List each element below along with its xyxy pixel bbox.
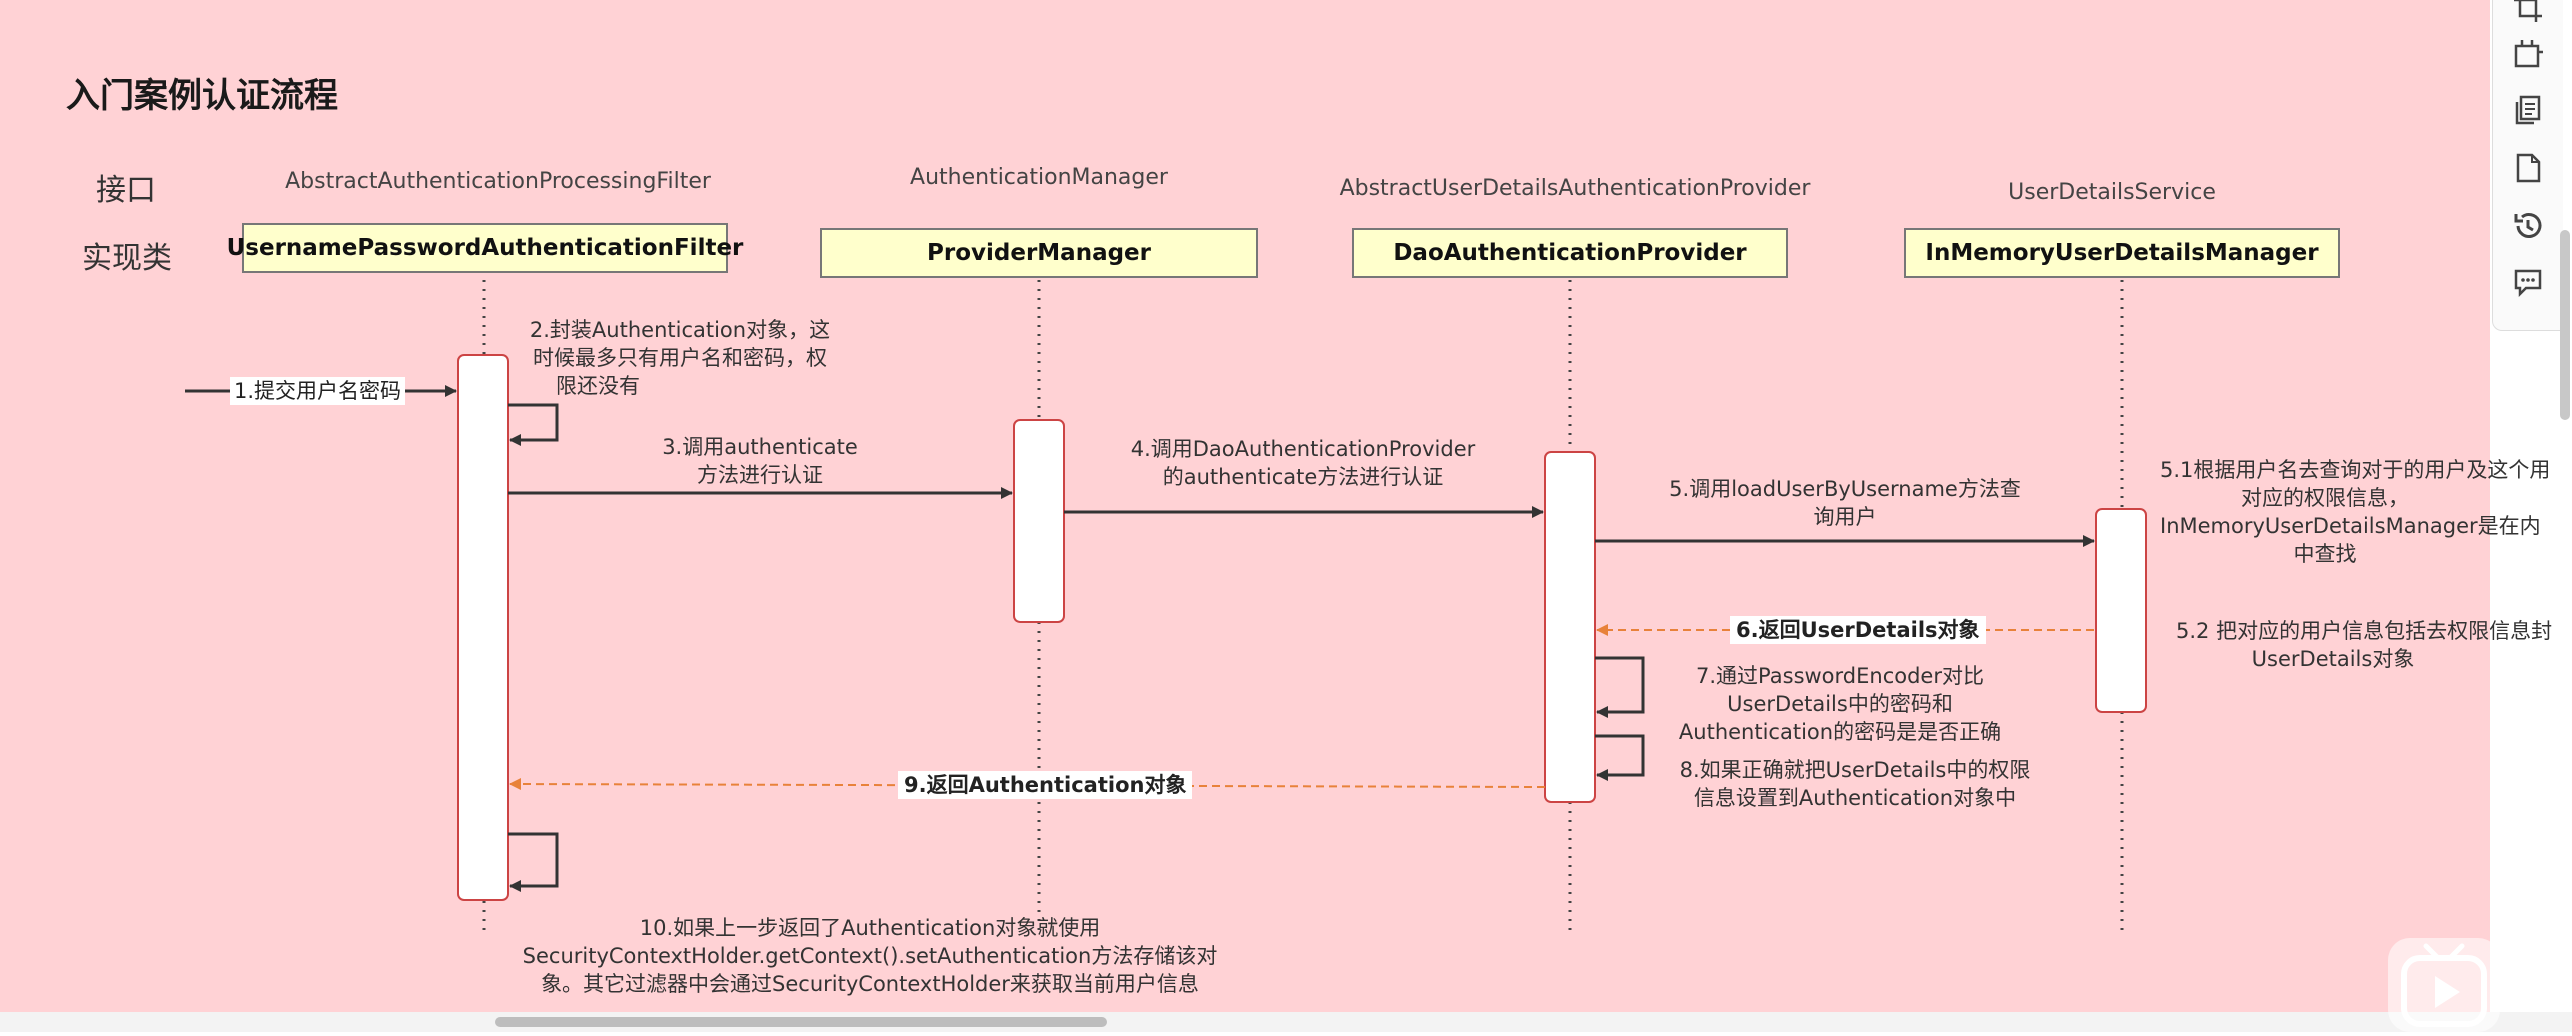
side-toolbar [2492,0,2563,331]
participant-user-details-manager: InMemoryUserDetailsManager [1904,228,2340,278]
activation-provider-manager [1013,419,1065,623]
interface-user-details-service: UserDetailsService [2008,180,2216,205]
step-1-label: 1.提交用户名密码 [230,377,406,405]
document-icon[interactable] [2506,146,2550,190]
arrow-step-10 [508,832,559,892]
step-5-2-note: 5.2 把对应的用户信息包括去权限信息封 UserDetails对象 [2176,619,2553,671]
copy-icon[interactable] [2506,88,2550,132]
arrow-step-8 [1595,734,1645,781]
arrow-step-7 [1595,656,1645,718]
step-5-1-note: 5.1根据用户名去查询对于的用户及这个用 对应的权限信息， InMemoryUs… [2160,458,2551,566]
diagram-canvas: 入门案例认证流程 接口 实现类 AbstractAuthenticationPr… [0,0,2553,1012]
step-8-note: 8.如果正确就把UserDetails中的权限信息设置到Authenticati… [1679,758,2031,810]
frame-icon[interactable] [2506,32,2550,76]
comment-icon[interactable] [2506,260,2550,304]
participant-provider-manager: ProviderManager [820,228,1258,278]
crop-icon[interactable] [2506,0,2550,30]
horizontal-scrollbar-track[interactable] [0,1012,2572,1032]
participant-dao-provider: DaoAuthenticationProvider [1352,228,1788,278]
play-icon [2401,943,2487,1027]
interface-filter: AbstractAuthenticationProcessingFilter [285,169,711,194]
activation-dao-provider [1544,451,1596,803]
activation-filter [457,354,509,901]
step-9-label: 9.返回Authentication对象 [898,771,1193,799]
page-title: 入门案例认证流程 [66,76,338,116]
step-2-note: 2.封装Authentication对象，这时候最多只有用户名和密码，权限还没有 [529,318,831,398]
horizontal-scrollbar-thumb[interactable] [495,1017,1107,1027]
video-play-button[interactable] [2388,938,2500,1032]
interface-authentication-manager: AuthenticationManager [910,165,1168,190]
vertical-scrollbar[interactable] [2560,230,2570,420]
activation-user-details-manager [2095,508,2147,713]
arrow-step-9 [509,778,1546,791]
participant-filter: UsernamePasswordAuthenticationFilter [227,223,743,273]
row-label-implementation: 实现类 [82,241,172,276]
row-label-interface: 接口 [96,173,156,208]
arrow-step-2 [508,403,559,446]
interface-user-details-provider: AbstractUserDetailsAuthenticationProvide… [1339,176,1811,201]
sequence-diagram-lines [185,280,2147,930]
history-icon[interactable] [2506,204,2550,248]
step-5-note: 5.调用loadUserByUsername方法查询用户 [1669,477,2021,529]
step-6-label: 6.返回UserDetails对象 [1730,616,1986,644]
